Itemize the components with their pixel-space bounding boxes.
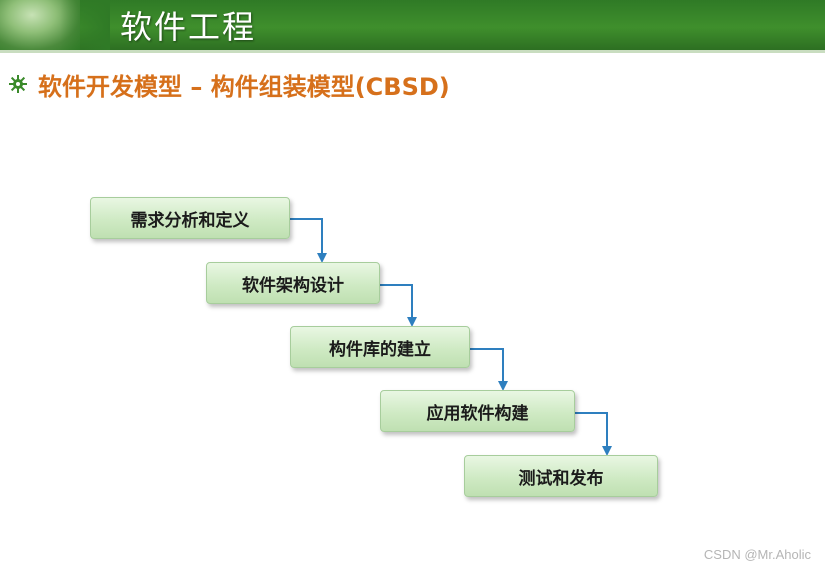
arrow-down-icon	[470, 348, 508, 391]
step-label: 软件架构设计	[242, 275, 344, 296]
step-component-library: 构件库的建立	[290, 326, 470, 368]
slide-title: 软件工程	[120, 8, 257, 46]
step-application-build: 应用软件构建	[380, 390, 575, 432]
slide-header: 软件工程	[0, 0, 825, 50]
watermark: CSDN @Mr.Aholic	[703, 547, 811, 562]
header-divider	[0, 50, 825, 53]
arrow-down-icon	[380, 284, 417, 327]
step-label: 需求分析和定义	[130, 210, 250, 231]
green-gear-bullet-icon	[9, 75, 27, 93]
arrow-down-icon	[575, 412, 612, 456]
step-architecture-design: 软件架构设计	[206, 262, 380, 304]
step-requirements: 需求分析和定义	[90, 197, 290, 239]
slide-subtitle: 软件开发模型 – 构件组装模型(CBSD)	[38, 72, 450, 101]
step-label: 构件库的建立	[329, 339, 431, 360]
step-test-release: 测试和发布	[464, 455, 658, 497]
arrow-down-icon	[290, 218, 327, 263]
step-label: 测试和发布	[518, 468, 604, 489]
step-label: 应用软件构建	[426, 403, 529, 424]
header-fade	[60, 0, 110, 50]
subtitle-row: 软件开发模型 – 构件组装模型(CBSD)	[8, 68, 450, 101]
